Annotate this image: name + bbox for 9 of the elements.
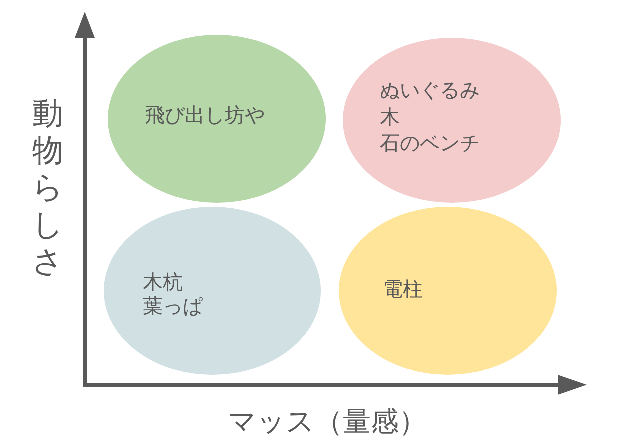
item-text: ぬいぐるみ xyxy=(380,77,480,104)
item-text: 飛び出し坊や xyxy=(145,102,265,128)
item-text: 葉っぱ xyxy=(143,294,203,318)
item-text: 木 xyxy=(380,104,401,130)
axis-title: 動物らしさ xyxy=(32,96,64,281)
item-text: 石のベンチ xyxy=(380,130,480,156)
item-text: 電柱 xyxy=(383,276,423,302)
item-text: 木杭 xyxy=(143,270,184,294)
axis-title: マッス（量感） xyxy=(228,405,427,439)
